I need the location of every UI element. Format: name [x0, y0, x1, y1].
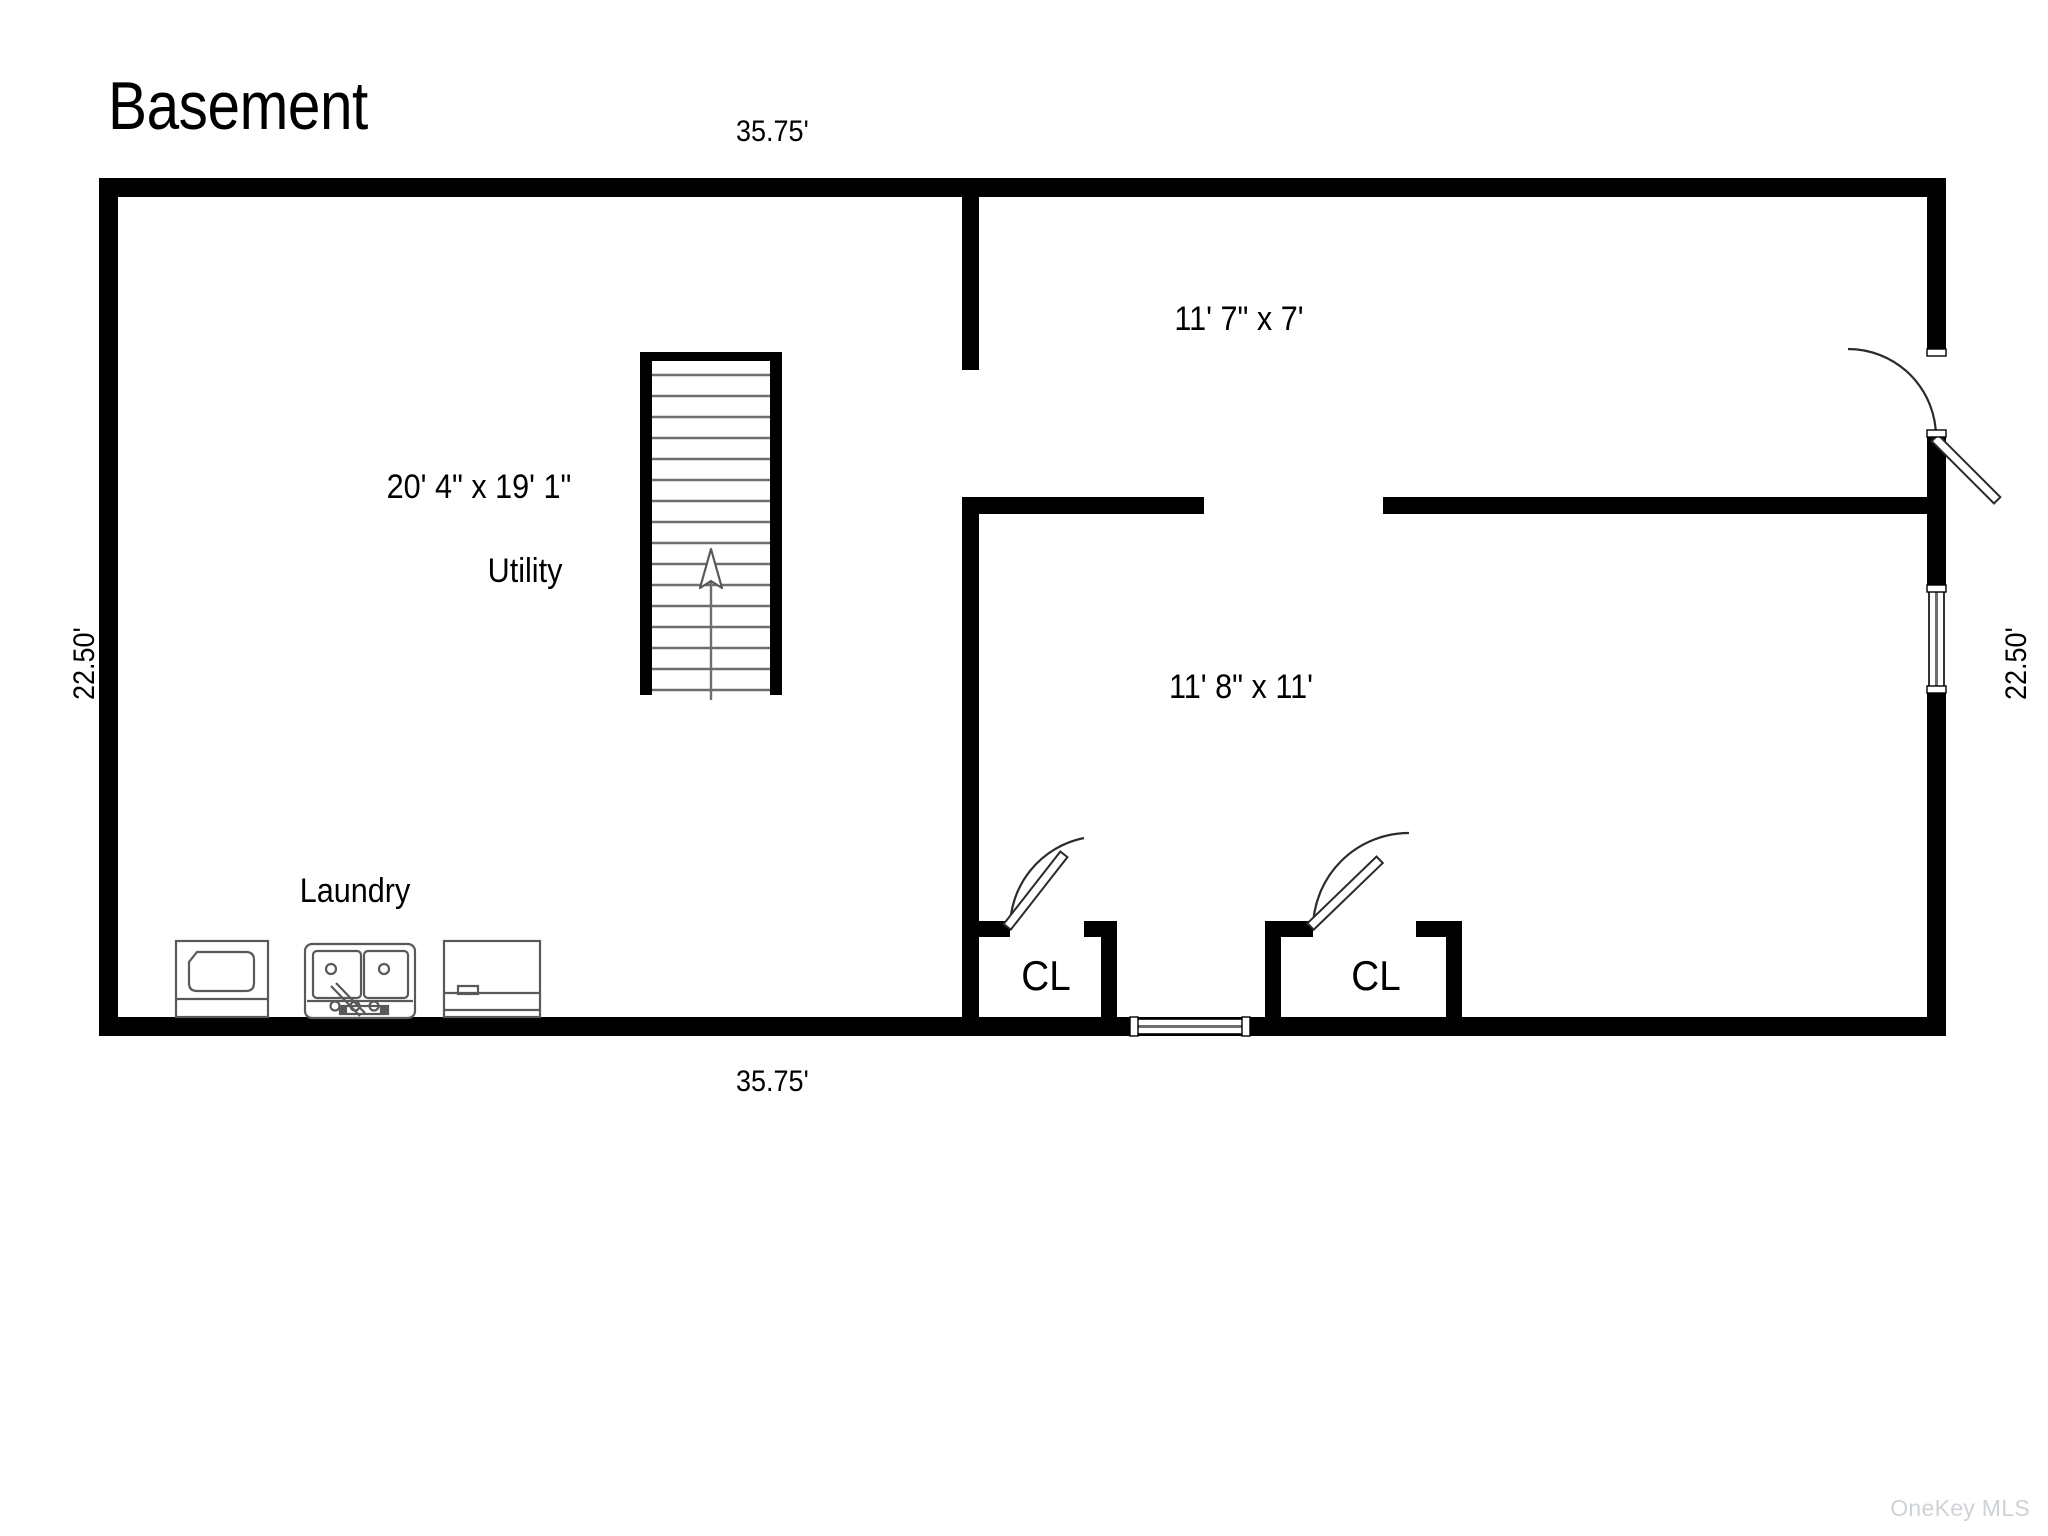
room-label-lower-right-dimensions: 11' 8" x 11'	[1169, 668, 1313, 706]
exterior-walls	[99, 178, 1946, 1036]
washer-icon	[174, 939, 270, 1019]
dryer-icon	[442, 939, 542, 1019]
interior-walls	[962, 178, 1946, 1036]
double-sink-icon	[303, 942, 417, 1020]
closet-walls	[962, 921, 1462, 1036]
closet-label-right: CL	[1351, 952, 1401, 999]
dimension-right: 22.50'	[2000, 627, 2033, 700]
room-label-upper-right-dimensions: 11' 7" x 7'	[1174, 300, 1304, 338]
watermark: OneKey MLS	[1890, 1495, 2030, 1521]
dimension-top: 35.75'	[736, 115, 809, 148]
page-title: Basement	[108, 68, 368, 144]
door-right-exterior	[1847, 347, 2002, 505]
window-bottom-wall	[1129, 1016, 1251, 1037]
stair-up-arrow	[698, 547, 724, 700]
door-closet-left	[1002, 836, 1085, 932]
door-closet-right	[1306, 831, 1410, 932]
window-right-wall	[1926, 584, 1947, 694]
dimension-left: 22.50'	[68, 627, 101, 700]
room-label-utility: Utility	[487, 552, 563, 590]
dimension-bottom: 35.75'	[736, 1065, 809, 1098]
room-label-utility-dimensions: 20' 4" x 19' 1"	[386, 468, 572, 506]
room-label-laundry: Laundry	[299, 872, 411, 910]
closet-label-left: CL	[1021, 952, 1071, 999]
staircase	[640, 352, 782, 700]
